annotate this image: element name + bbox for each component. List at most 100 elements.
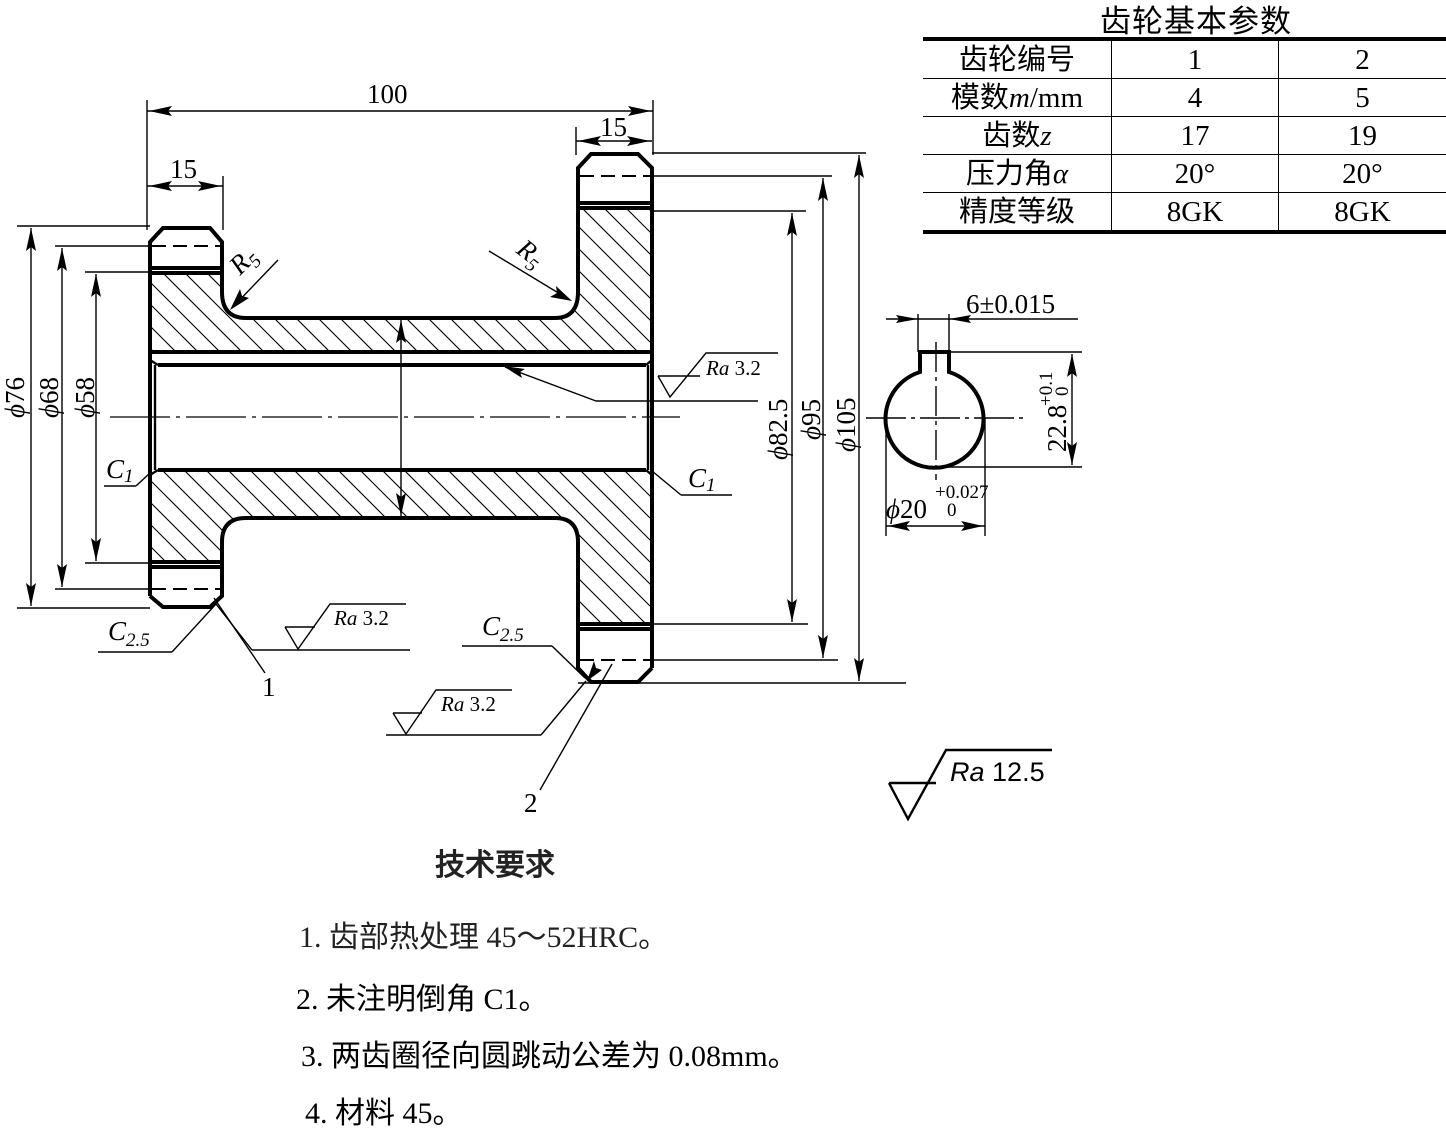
dim-dia-76: ϕ76 <box>0 225 150 609</box>
part-label-1: 1 <box>262 672 276 702</box>
hatch-line <box>193 470 652 624</box>
dim-100-label: 100 <box>367 79 408 109</box>
requirement-item: 1. 齿部热处理 45～52HRC。 <box>299 921 669 954</box>
dim-right-gear-width: 15 <box>575 112 652 155</box>
svg-text:C1: C1 <box>688 463 716 496</box>
svg-text:ϕ105: ϕ105 <box>831 398 861 452</box>
parameter-value-gear-2: 20° <box>1277 154 1446 193</box>
svg-text:+0.1: +0.1 <box>1036 372 1057 406</box>
hatch-line <box>150 208 451 352</box>
dim-overall-length: 100 <box>146 79 654 230</box>
svg-text:R5: R5 <box>507 232 550 276</box>
requirement-item: 4. 材料 45。 <box>305 1097 463 1130</box>
dim-fillet-right: R5 <box>488 232 572 301</box>
roughness-bore: Ra 3.2 <box>503 352 778 402</box>
chamfer-c25-right-letter: C <box>482 611 501 641</box>
dia-58-label: 58 <box>70 377 100 404</box>
hatch-line <box>150 470 583 624</box>
hatch-line <box>150 208 429 352</box>
parameter-value-gear-2: 5 <box>1277 78 1446 117</box>
hatch-line <box>259 208 652 352</box>
hatch-line <box>237 470 652 624</box>
chamfer-bore-right: C1 <box>651 463 732 496</box>
hatch-line <box>259 470 652 624</box>
dim-dia-105: ϕ105 <box>578 152 906 684</box>
roughness-general: Ra 12.5 <box>887 748 1052 822</box>
dia-76-label: 76 <box>0 377 30 404</box>
svg-text:0: 0 <box>1052 387 1073 397</box>
svg-text:C1: C1 <box>106 454 134 487</box>
hatch-line <box>457 208 652 352</box>
ra-bore-value: 3.2 <box>735 356 761 380</box>
hatch-line <box>281 208 652 352</box>
svg-text:R5: R5 <box>222 241 266 285</box>
svg-text:C2.5: C2.5 <box>482 611 524 646</box>
parameter-value-gear-1: 20° <box>1110 154 1279 193</box>
key-depth-label: 22.8 <box>1042 405 1072 452</box>
svg-text:Ra 3.2: Ra 3.2 <box>705 356 761 380</box>
hatch-line <box>479 208 652 352</box>
hatch-line <box>303 470 652 624</box>
svg-text:ϕ68: ϕ68 <box>34 377 64 418</box>
svg-text:22.8: 22.8 <box>1042 405 1072 452</box>
hatch-line <box>435 208 652 352</box>
dim-left-gear-width: 15 <box>147 154 224 230</box>
chamfer-gear-left: C2.5 <box>98 603 217 653</box>
svg-text:Ra 3.2: Ra 3.2 <box>333 606 389 630</box>
hatch-line <box>545 208 652 352</box>
requirement-item: 2. 未注明倒角 C1。 <box>296 983 549 1016</box>
svg-text:ϕ58: ϕ58 <box>70 377 100 418</box>
hatch-line <box>237 208 652 352</box>
technical-requirements-title: 技术要求 <box>435 849 555 882</box>
ra-gear1-value: 3.2 <box>363 606 389 630</box>
hatch-line <box>150 470 652 624</box>
dim-fillet-left: R5 <box>222 241 279 310</box>
dim-dia-82-5: ϕ82.5 <box>652 210 808 625</box>
chamfer-c1-right-letter: C <box>688 463 707 493</box>
roughness-gear1: Ra 3.2 1 <box>213 597 410 702</box>
parameter-value-gear-2: 8GK <box>1277 192 1446 232</box>
parameter-label: 齿数z <box>923 116 1112 155</box>
ra-gear2-value: 3.2 <box>470 692 496 716</box>
ra-general-value: 12.5 <box>992 757 1045 787</box>
chamfer-c25-left-letter: C <box>108 616 127 646</box>
svg-text:ϕ76: ϕ76 <box>0 377 30 418</box>
svg-text:Ra 12.5: Ra 12.5 <box>950 757 1045 787</box>
parameter-value-gear-2: 19 <box>1277 116 1446 155</box>
parameter-label: 齿轮编号 <box>923 39 1112 79</box>
dim-15-right-label: 15 <box>600 112 627 142</box>
parameter-value-gear-1: 4 <box>1110 78 1279 117</box>
svg-text:Ra 3.2: Ra 3.2 <box>440 692 496 716</box>
parameter-table-title: 齿轮基本参数 <box>1100 4 1292 39</box>
parameter-value-gear-1: 17 <box>1110 116 1279 155</box>
hatch-line <box>215 470 652 624</box>
parameter-value-gear-1: 1 <box>1110 39 1279 79</box>
svg-text:ϕ95: ϕ95 <box>796 399 826 440</box>
parameter-label: 精度等级 <box>958 195 1075 228</box>
dim-web-arrow <box>396 320 406 516</box>
dim-dia-95: ϕ95 <box>652 175 838 661</box>
hatch-line <box>435 470 652 624</box>
svg-text:+0.027: +0.027 <box>935 482 988 503</box>
bore-dia-label: 20 <box>900 494 927 524</box>
dim-dia-58: ϕ58 <box>70 271 150 564</box>
hatch-line <box>150 470 451 624</box>
hatch-line <box>150 470 561 624</box>
hatch-line <box>150 470 429 624</box>
svg-text:0: 0 <box>947 500 957 521</box>
svg-text:ϕ20: ϕ20 <box>886 494 927 524</box>
dim-dia-68: ϕ68 <box>34 245 150 590</box>
hatch-line <box>523 208 652 352</box>
parameter-value-gear-1: 8GK <box>1110 192 1279 232</box>
hatch-line <box>501 208 652 352</box>
dia-105-label: 105 <box>831 398 861 439</box>
key-width-label: 6±0.015 <box>966 289 1055 319</box>
chamfer-c1-left-letter: C <box>106 454 125 484</box>
parameter-label: 压力角α <box>923 154 1112 193</box>
